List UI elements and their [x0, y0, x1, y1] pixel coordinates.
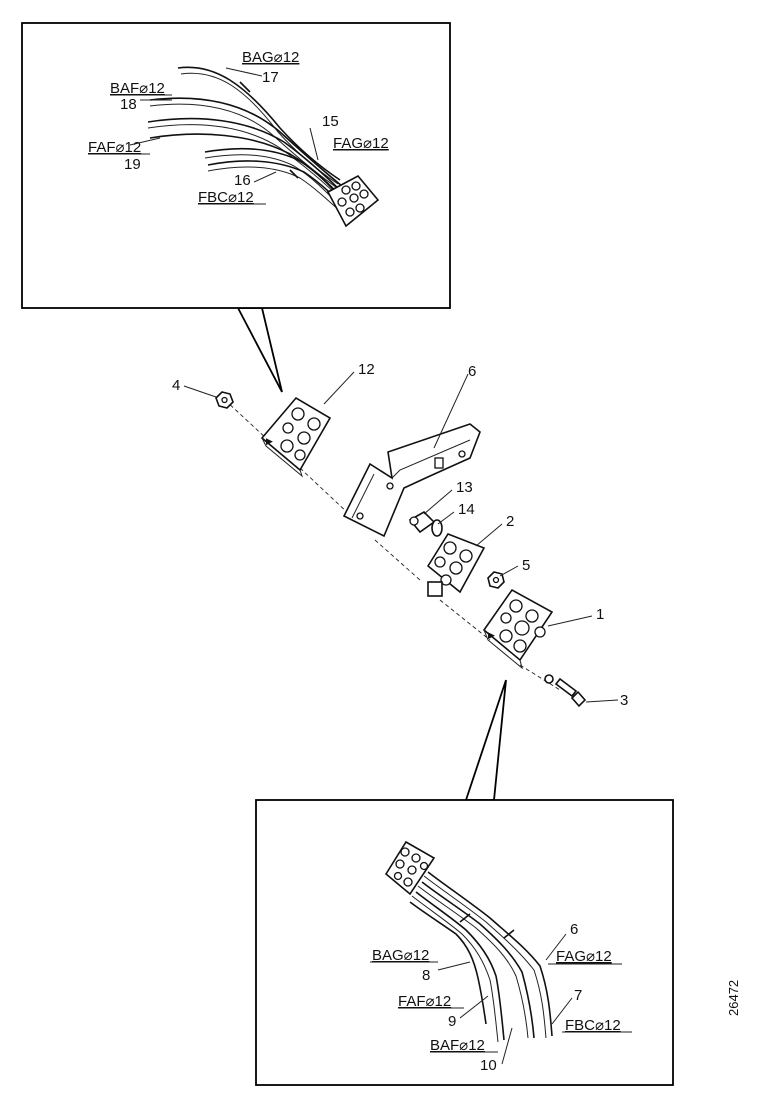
- part-13-fitting: [408, 511, 436, 534]
- label-4: 4: [172, 377, 180, 394]
- label-faf-top: FAF⌀12: [88, 139, 141, 156]
- top-inset-callout-pointer: [236, 307, 283, 393]
- label-3: 3: [620, 692, 628, 709]
- label-baf-top: BAF⌀12: [110, 80, 165, 97]
- label-2: 2: [506, 513, 514, 530]
- label-9-bottom: 9: [448, 1013, 456, 1030]
- label-12: 12: [358, 361, 375, 378]
- label-8-bottom: 8: [422, 967, 430, 984]
- label-7-bottom: 7: [574, 987, 582, 1004]
- part-4-nut: [215, 391, 234, 409]
- label-19-top: 19: [124, 156, 141, 173]
- part-1-connector: ▶: [482, 588, 554, 670]
- label-17-top: 17: [262, 69, 279, 86]
- part-12-connector: ▶: [260, 396, 332, 478]
- part-6-bracket: [342, 423, 481, 538]
- top-inset-connector-block: [326, 174, 380, 228]
- part-12-arrow-mark: ▶: [266, 436, 273, 446]
- main-leaders: [183, 371, 619, 703]
- label-16-top: 16: [234, 172, 251, 189]
- part-14-washer: [431, 519, 443, 537]
- label-13: 13: [456, 479, 473, 496]
- bottom-inset-connector-block: [384, 840, 436, 896]
- label-bag-top: BAG⌀12: [242, 49, 299, 66]
- label-fag-top: FAG⌀12: [333, 135, 389, 152]
- top-inset-leaders: [88, 67, 319, 205]
- label-bag-bottom: BAG⌀12: [372, 947, 429, 964]
- label-fbc-bottom: FBC⌀12: [565, 1017, 621, 1034]
- part-5-nut: [487, 571, 505, 589]
- bottom-inset: 6 FAG⌀12 BAG⌀12 8 7 FAF⌀12 9 FBC⌀12 BAF⌀…: [255, 679, 674, 1086]
- bottom-inset-leaders: [370, 933, 632, 1065]
- bottom-inset-callout-pointer: [464, 679, 507, 801]
- bottom-inset-frame: [255, 799, 674, 1086]
- part-2-gasket: [426, 533, 486, 597]
- part-1-arrow-mark: ▶: [488, 630, 495, 640]
- label-1: 1: [596, 606, 604, 623]
- label-6: 6: [468, 363, 476, 380]
- label-baf-bottom: BAF⌀12: [430, 1037, 485, 1054]
- label-fbc-top: FBC⌀12: [198, 189, 254, 206]
- label-10-bottom: 10: [480, 1057, 497, 1074]
- bottom-inset-hoses: [409, 871, 553, 1043]
- label-fag-bottom: FAG⌀12: [556, 948, 612, 965]
- reference-number: 26472: [726, 980, 741, 1016]
- label-6-bottom: 6: [570, 921, 578, 938]
- label-faf-bottom: FAF⌀12: [398, 993, 451, 1010]
- label-14: 14: [458, 501, 475, 518]
- label-5: 5: [522, 557, 530, 574]
- main-assembly: ▶: [172, 361, 628, 709]
- label-18-top: 18: [120, 96, 137, 113]
- label-15-top: 15: [322, 113, 339, 130]
- part-3-bolt: [544, 674, 587, 708]
- top-inset-frame: [21, 22, 451, 309]
- top-inset: BAG⌀12 17 BAF⌀12 18 15 FAG⌀12 FAF⌀12 19 …: [21, 22, 451, 393]
